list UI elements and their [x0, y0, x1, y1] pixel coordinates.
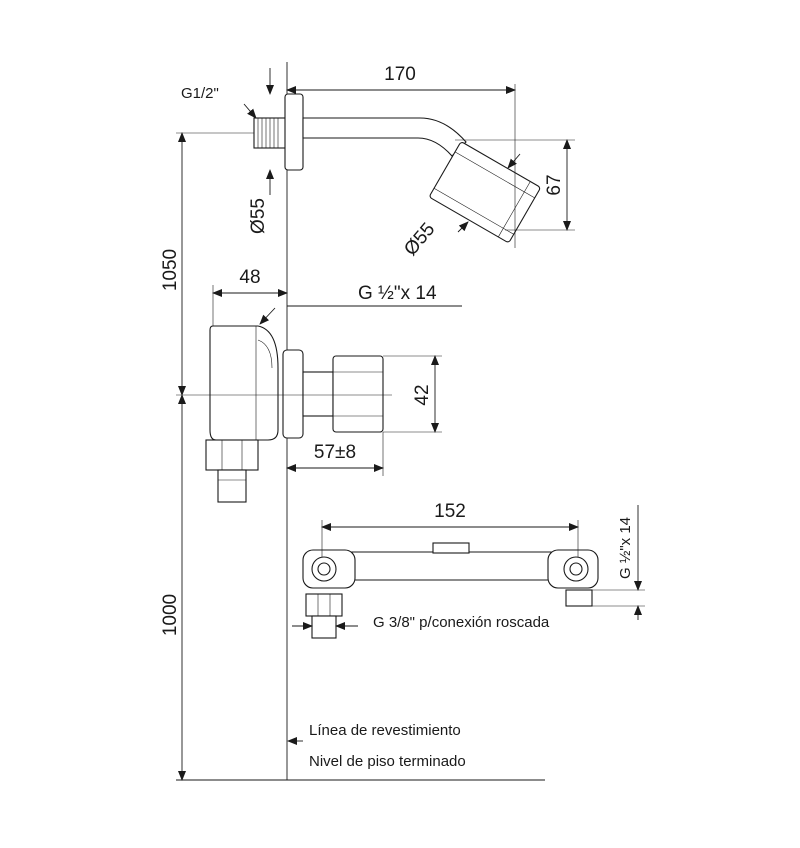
dim-valve-height: 1000	[160, 594, 181, 636]
dim-head-diameter: Ø55	[400, 219, 439, 260]
dim-nut-height: 42	[412, 384, 433, 405]
shower-arm-assembly	[253, 93, 541, 243]
dim-head-height: 67	[544, 174, 565, 195]
label-side-thread: G ½"x 14	[617, 517, 634, 579]
dim-handle-projection: 57±8	[314, 442, 356, 463]
label-inlet-thread: G 3/8" p/conexión roscada	[373, 614, 550, 631]
crossbar-assembly	[302, 542, 599, 639]
dim-shower-height: 1050	[160, 249, 181, 291]
dim-crossbar-span: 152	[434, 501, 466, 522]
label-arm-thread: G1/2"	[181, 85, 219, 102]
label-valve-thread: G ½"x 14	[358, 283, 437, 304]
valve-assembly	[205, 325, 384, 503]
dim-flange-diameter: Ø55	[248, 198, 269, 234]
dim-valve-depth: 48	[239, 267, 260, 288]
note-wall-line: Línea de revestimiento	[309, 722, 461, 739]
dim-arm-length: 170	[384, 64, 416, 85]
note-floor-line: Nivel de piso terminado	[309, 753, 466, 770]
